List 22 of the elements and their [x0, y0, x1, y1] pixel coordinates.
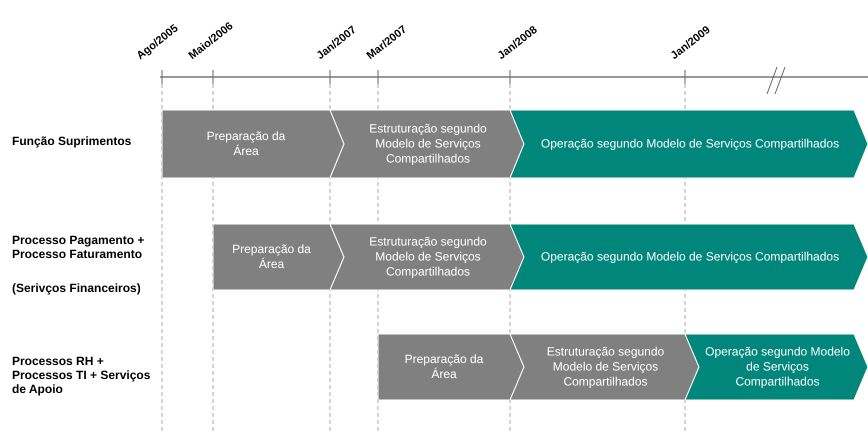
- phase-bar: [330, 224, 524, 290]
- phase-bar: [330, 110, 524, 178]
- step-label: Preparação da Área: [404, 352, 484, 382]
- step-label: Operação segundo Modelo de Serviços Compartilhados: [704, 344, 851, 390]
- row-label: Processo Pagamento + Processo Faturamento: [12, 233, 146, 261]
- phase-bar: [378, 334, 524, 400]
- step-label: Operação segundo Modelo de Serviços Compartilhados: [540, 136, 840, 152]
- phase-bar: [213, 224, 344, 290]
- row-label: Função Suprimentos: [12, 134, 132, 148]
- step-label: Preparação da Área: [206, 129, 286, 159]
- phase-bar: [162, 110, 344, 178]
- step-label: Estruturação segundo Modelo de Serviços Compartilhados: [546, 344, 666, 390]
- step-label: Operação segundo Modelo de Serviços Compartilhados: [540, 250, 840, 264]
- row-label: (Serivços Financeiros): [12, 281, 142, 295]
- step-label: Estruturação segundo Modelo de Serviços Compartilhados: [368, 234, 488, 280]
- phase-bar: [685, 334, 868, 400]
- phase-bar: [510, 224, 868, 290]
- step-label: Preparação da Área: [231, 242, 312, 272]
- row-label: Processos RH + Processos TI + Serviços de Apoio: [12, 354, 152, 396]
- phase-bar: [510, 110, 868, 178]
- step-label: Estruturação segundo Modelo de Serviços Compartilhados: [368, 122, 488, 166]
- phase-bar: [510, 334, 699, 400]
